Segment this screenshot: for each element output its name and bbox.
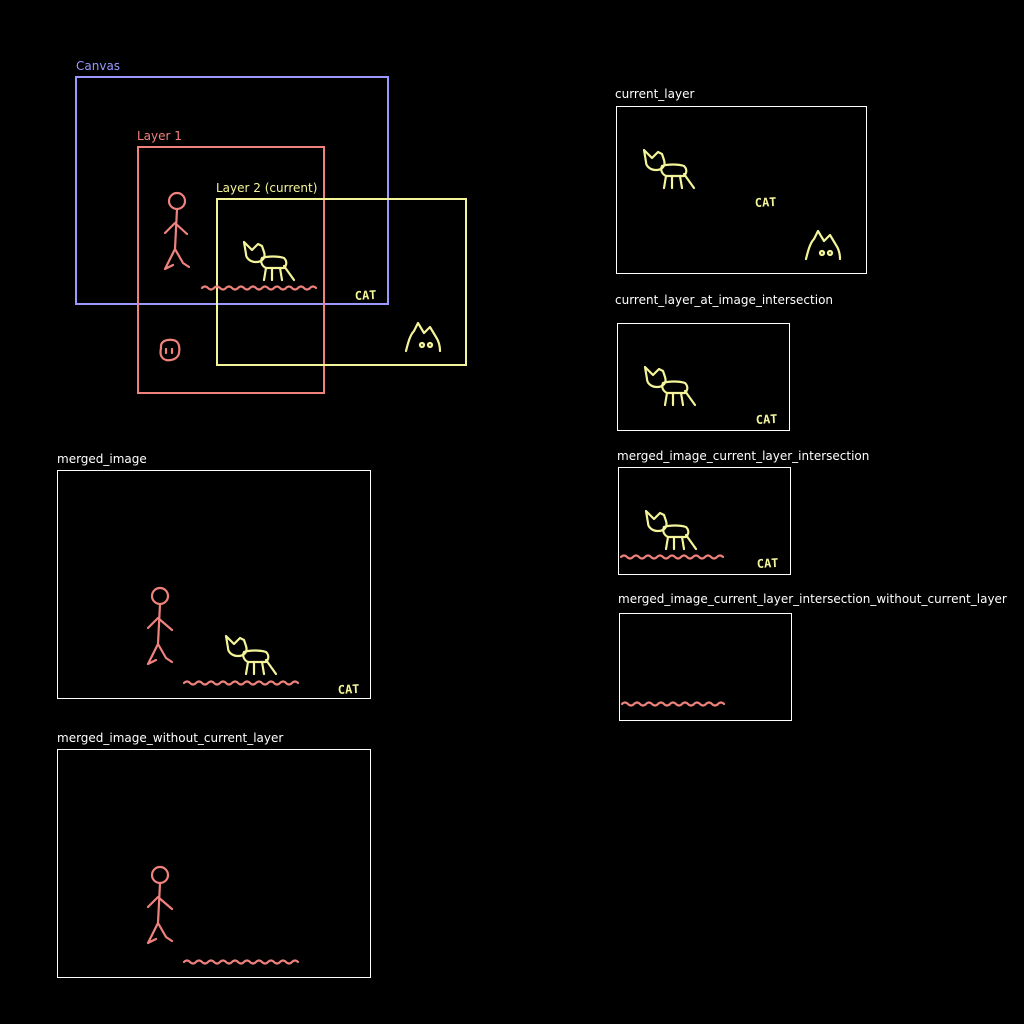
cat-icon	[224, 634, 278, 676]
cat-head-icon	[804, 229, 842, 261]
current-layer-panel	[616, 106, 867, 274]
smiley-icon	[159, 338, 181, 362]
cat-icon	[642, 148, 696, 190]
merged-image-current-layer-intersection-without-current-layer-panel	[619, 613, 792, 721]
current-layer-label: current_layer	[615, 87, 695, 101]
wavy-line-icon	[182, 680, 300, 686]
cat-text-icon: CAT	[755, 412, 777, 427]
cat-icon	[242, 240, 296, 282]
stick-figure-icon	[146, 865, 174, 945]
layer1-box	[137, 146, 325, 394]
wavy-line-icon	[620, 701, 726, 707]
cat-text-icon: CAT	[337, 682, 359, 697]
cat-text-icon: CAT	[754, 195, 776, 210]
canvas-label: Canvas	[76, 59, 121, 73]
merged-image-without-current-layer-label: merged_image_without_current_layer	[57, 731, 284, 745]
cat-text-icon: CAT	[354, 288, 376, 303]
cat-text-icon: CAT	[756, 556, 778, 571]
merged-image-label: merged_image	[57, 452, 147, 466]
wavy-line-icon	[200, 285, 318, 291]
cat-icon	[644, 509, 698, 551]
wavy-line-icon	[182, 959, 300, 965]
wavy-line-icon	[619, 554, 725, 560]
current-layer-at-image-intersection-label: current_layer_at_image_intersection	[615, 293, 834, 307]
merged-image-current-layer-intersection-panel	[618, 467, 791, 575]
merged-image-panel	[57, 470, 371, 699]
canvas-box	[75, 76, 389, 305]
stick-figure-icon	[163, 191, 191, 271]
cat-icon	[643, 365, 697, 407]
merged-image-current-layer-intersection-without-current-layer-label: merged_image_current_layer_intersection_…	[618, 592, 1007, 606]
layer2-label: Layer 2 (current)	[216, 181, 318, 195]
merged-image-without-current-layer-panel	[57, 749, 371, 978]
stick-figure-icon	[146, 586, 174, 666]
cat-head-icon	[404, 321, 442, 353]
merged-image-current-layer-intersection-label: merged_image_current_layer_intersection	[617, 449, 870, 463]
layer1-label: Layer 1	[137, 129, 182, 143]
layer2-box	[216, 198, 467, 366]
current-layer-at-image-intersection-panel	[617, 323, 790, 431]
